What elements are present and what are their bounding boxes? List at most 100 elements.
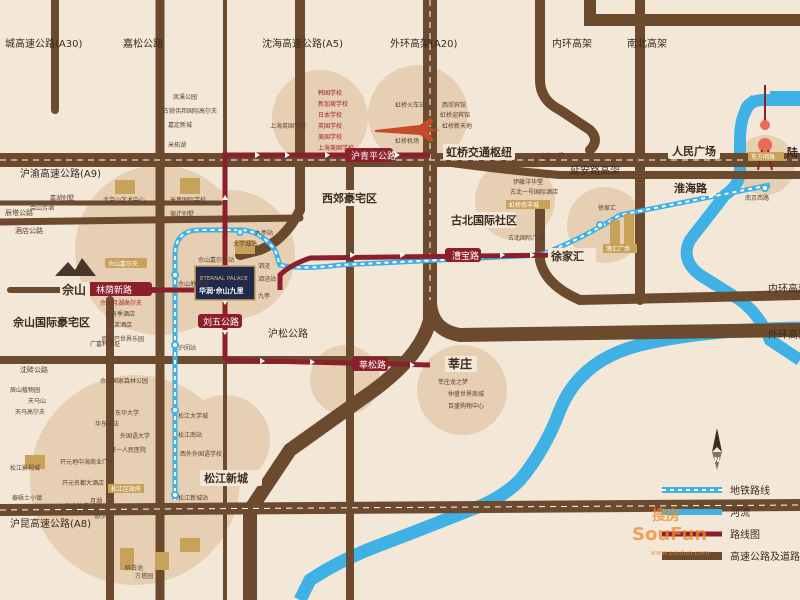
poi-shanghai-american: 上海美国学校 (318, 144, 354, 152)
poi-film-city: 松江影视城 (10, 464, 40, 472)
poi-jiahu-villa: 嘉湖别墅 (50, 194, 74, 202)
poi-longbai-villa: 龙柏别墅 (540, 152, 564, 160)
poi-tianma: 天马山 (28, 397, 46, 405)
building-icon-jiuting (235, 240, 255, 254)
route-label-liuwu: 刘五公路 (203, 316, 239, 328)
road-label-inner-ring: 内环高架 (552, 37, 592, 50)
poi-first-hospital: 第一人民医院 (110, 446, 146, 454)
poi-mituo: 米拓湖 (168, 141, 186, 149)
station-jiuting (236, 228, 244, 236)
road-yanan (426, 156, 800, 179)
road-label-jiasong: 嘉松公路 (123, 37, 163, 50)
poi-europa-small: 欧罗巴 (95, 512, 113, 520)
svg-text:N: N (714, 456, 720, 464)
metro-lines (172, 182, 771, 500)
poi-tianma-golf: 天马高尔夫 (15, 408, 45, 416)
watermark-cn: 搜房 (652, 507, 680, 524)
route-xinsong (224, 357, 431, 368)
project-marker[interactable]: ETERNAL PALACE 华润·佘山九里 (194, 265, 256, 301)
road-label-inner-ring-e: 内环高架 (768, 282, 800, 295)
project-marker-box[interactable] (194, 265, 256, 301)
station-university (171, 406, 179, 414)
top-road-labels: 城高速公路(A30) 嘉松公路 沈海高速公路(A5) 外环高架(A20) 内环高… (5, 37, 667, 50)
road-inner-ring-s (535, 205, 800, 306)
poi-gubei-plaza: 古北国际广场 (508, 234, 544, 242)
legend-route-label: 路线图 (730, 528, 760, 541)
road-label-a8: 沪昆高速公路(A8) (10, 517, 91, 530)
area-label-xijiao: 西郊豪宅区 (322, 191, 377, 205)
area-label-renmin: 人民广场 (672, 144, 716, 158)
poi-sijing: 泗泾 (258, 262, 270, 270)
poi-sheshan-wine: 会山芳酒 (30, 204, 54, 212)
poi-dongfang-xianjing: 东方仙境 (65, 502, 89, 510)
road-label-chenta: 辰塔公路 (5, 208, 33, 217)
poi-songjiang: 东华大学 华东政法 外国语大学 第一人民医院 开元地中海商业广场 松江区政府 方… (10, 340, 153, 580)
poi-guangfulin: 广富林遗址 (90, 340, 120, 348)
left-road-labels: 沪渝高速公路(A9) 沪昆高速公路(A8) 辰塔公路 沈砖公路 酒店公路 (5, 167, 101, 530)
poi-british-school: 英国学校 (318, 122, 342, 130)
road-label-shenzhuan: 沈砖公路 (20, 365, 48, 374)
poi-hongqiao-xintiandi: 虹桥新天地 (442, 122, 472, 130)
route-caobao (277, 252, 561, 290)
airplane-icon (375, 118, 440, 142)
legend: 地铁路线 河流 路线图 高速公路及道路 (662, 484, 800, 563)
poi-fengxi: 凤溪公园 (173, 93, 197, 101)
poi-chenshan: 辰山植物园 (10, 386, 40, 394)
road-label-yanan: 延安路高架 (570, 164, 620, 177)
poi-forest-park: 佘山国家森林公园 (100, 377, 148, 385)
poi-europa: 欧罗巴世界乐园 (102, 335, 144, 343)
area-label-xinzhuang: 莘庄 (448, 356, 472, 371)
poi-nanjing-west: 南京西路 (745, 194, 769, 202)
poi-duoyou-hotel: 多有季酒店 (105, 310, 135, 318)
poi-xinzhuang: 莘庄龙之梦 仲盛世界商城 百盛购物中心 (438, 378, 484, 410)
legend-river-label: 河流 (730, 506, 750, 519)
poi-gubei-hotel: 古北一号国际酒店 (510, 188, 558, 196)
poi-yuehu-golf: 佘山月湖高尔夫 (100, 299, 142, 307)
road-inner-ring-w (535, 0, 600, 155)
watermark-url: www.soufun.com (650, 549, 710, 557)
poi-singapore-school: 新加坡学校 (318, 100, 348, 108)
watermark: 搜房 SouFun www.soufun.com (632, 507, 710, 557)
legend-highway-label: 高速公路及道路 (730, 550, 800, 563)
building-icon-pagoda-2 (155, 552, 169, 570)
project-cn-name: 华润·佘山九里 (199, 286, 244, 295)
poi-renmin: 东方明珠 南京西路 (745, 152, 784, 202)
metro-stations (171, 184, 769, 499)
station-east (761, 184, 769, 192)
poi-ito: 伊藤洋华堂 (513, 178, 543, 186)
poi-zuibai: 醉白池 (125, 564, 143, 572)
poi-suqian-villa: 宿迁别墅 (170, 210, 194, 218)
building-icon-pagoda-1 (120, 548, 134, 570)
poi-xijiao-hotel: 西郊宾馆 (442, 101, 466, 109)
poi-humin-station: 沪闵站 (178, 344, 196, 352)
poi-oriental-pearl: 东方明珠 (751, 153, 775, 161)
poi-hongqiao-station: 虹桥火车站 (395, 101, 425, 109)
building-icon-arts (115, 180, 135, 194)
poi-ganghui: 港汇广场 (606, 245, 630, 253)
station-sheshan (171, 271, 179, 279)
poi-sheshan-station: 佘山地铁站 (178, 280, 208, 288)
right-road-labels: 延安路高架 内环高架 外环高速 (570, 164, 800, 341)
road-jiudian (0, 214, 304, 226)
project-en-name: ETERNAL PALACE (200, 276, 248, 282)
route-tags: 沪青平公路 漕宝路 莘松路 林荫新路 刘五公路 沪松公路 (88, 148, 481, 371)
poi-intl-school: 米奥国际学校 (170, 196, 206, 204)
xinzhuang-zone-circle (417, 345, 507, 435)
station-xujiahui (596, 221, 604, 229)
area-label-sheshan: 佘山 (61, 282, 86, 297)
poi-sheshan-golf: 佘山嘉尔夫 (108, 260, 138, 268)
poi-xujiahui-small: 徐家汇 (598, 204, 616, 212)
station-sijing (171, 341, 179, 349)
poi-sheshan-golf-station: 佘山嘉尔夫站 (198, 256, 234, 264)
station-xincheng (171, 491, 179, 499)
route-label-linyin: 林荫新路 (96, 284, 132, 296)
poi-project-zone: 佘山嘉尔夫站 大学城站 泗泾 泗泾站 九亭 九亭站 沪闵站 松江大学城 松江新城… (178, 229, 276, 502)
poi-donghua-univ: 东华大学 (115, 409, 139, 417)
poi-wenlai-hotel: 文莱酒店 (108, 321, 132, 329)
route-label-husong: 沪松公路 (268, 327, 308, 340)
poi-huazheng: 华东政法 (95, 420, 119, 428)
building-icon-thames (25, 455, 45, 469)
road-label-north-south: 南北高架 (627, 37, 667, 50)
poi-japan-school: 日本学校 (318, 111, 342, 119)
